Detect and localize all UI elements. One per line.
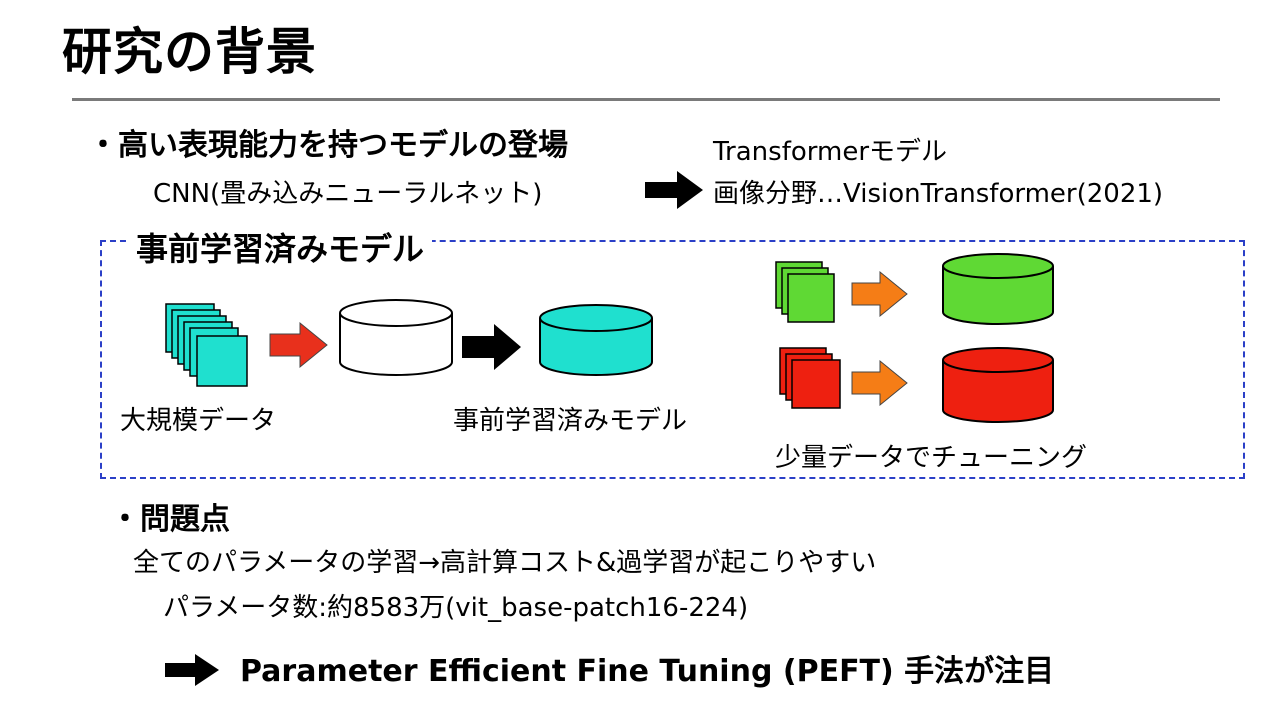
page-title: 研究の背景 [62, 23, 317, 81]
red-model-cylinder-icon [942, 347, 1054, 423]
large-data-caption: 大規模データ [120, 406, 277, 436]
pretrained-model-box [100, 240, 1245, 479]
orange-arrow-icon [851, 270, 908, 318]
green-data-stack-icon [775, 261, 835, 323]
finetune-caption: 少量データでチューニング [775, 443, 1088, 473]
pretrained-box-label: 事前学習済みモデル [128, 224, 433, 270]
pretrained-model-caption: 事前学習済みモデル [453, 406, 688, 436]
orange-arrow-icon [851, 359, 908, 407]
red-arrow-icon [269, 321, 328, 369]
bullet-models: ・高い表現能力を持つモデルの登場 [88, 128, 568, 163]
cnn-text: CNN(畳み込みニューラルネット) [153, 179, 543, 209]
problem-text: 全てのパラメータの学習→高計算コスト&過学習が起こりやすい [133, 548, 877, 578]
parameter-count-text: パラメータ数:約8583万(vit_base-patch16-224) [163, 593, 749, 623]
large-data-stack-icon [165, 303, 248, 387]
vision-transformer-text: 画像分野…VisionTransformer(2021) [713, 179, 1164, 209]
black-arrow-icon [645, 171, 703, 209]
untrained-model-cylinder-icon [339, 299, 453, 376]
red-data-stack-icon [779, 347, 841, 409]
title-divider [72, 98, 1220, 101]
black-arrow-icon [165, 654, 219, 686]
peft-conclusion: Parameter Efficient Fine Tuning (PEFT) 手… [240, 654, 1055, 689]
black-arrow-icon [462, 324, 521, 370]
green-model-cylinder-icon [942, 253, 1054, 325]
pretrained-model-cylinder-icon [539, 304, 653, 376]
transformer-text: Transformerモデル [713, 137, 948, 167]
bullet-problems: ・問題点 [110, 502, 230, 537]
